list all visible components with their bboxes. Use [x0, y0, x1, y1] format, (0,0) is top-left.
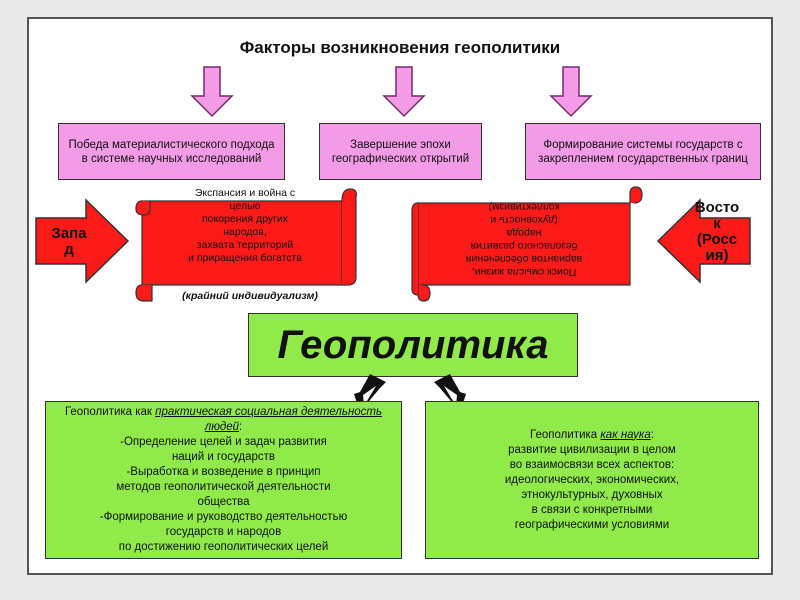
west-scroll-subtitle: (крайний индивидуализм): [182, 290, 318, 302]
down-arrow-2: [382, 66, 426, 118]
practice-suffix: :: [239, 421, 243, 433]
west-arrow: [35, 198, 130, 284]
practice-box: Геополитика как практическая социальная …: [45, 401, 402, 559]
science-suffix: :: [650, 428, 654, 441]
west-label: Запа д: [51, 225, 87, 258]
science-heading: Геополитика как наука:: [530, 428, 654, 443]
east-label: Восто к (Росс ия): [694, 199, 740, 264]
west-scroll-text: Экспансия и война с целью покорения друг…: [188, 187, 302, 264]
factor-text-materialism: Победа материалистического подхода в сис…: [68, 138, 275, 165]
geopolitics-label: Геополитика: [277, 322, 549, 367]
practice-items: -Определение целей и задач развития наци…: [99, 436, 348, 553]
geopolitics-box: Геополитика: [248, 313, 578, 377]
west-scroll: [135, 188, 357, 302]
east-scroll-text: Поиск смысла жизни, вариантов обеспечени…: [465, 201, 583, 278]
diagram-title: Факторы возникновения геополитики: [239, 38, 561, 57]
factor-box-materialism: Победа материалистического подхода в сис…: [58, 123, 285, 180]
east-arrow: [656, 198, 751, 284]
factor-box-borders: Формирование системы государств с закреп…: [525, 123, 761, 180]
science-emphasis: как наука: [600, 428, 651, 441]
science-items: развитие цивилизации в целом во взаимосв…: [504, 443, 680, 531]
science-prefix: Геополитика: [530, 428, 601, 441]
factor-text-borders: Формирование системы государств с закреп…: [538, 138, 748, 165]
east-scroll: [411, 186, 643, 302]
practice-prefix: Геополитика как: [64, 406, 156, 418]
down-arrow-1: [190, 66, 234, 118]
factor-box-discoveries: Завершение эпохи географических открытий: [319, 123, 482, 180]
practice-heading: Геополитика как практическая социальная …: [52, 405, 395, 435]
practice-emphasis: практическая социальная деятельность люд…: [155, 406, 383, 433]
down-arrow-3: [549, 66, 593, 118]
science-box: Геополитика как наука: развитие цивилиза…: [425, 401, 759, 559]
factor-text-discoveries: Завершение эпохи географических открытий: [331, 138, 470, 165]
